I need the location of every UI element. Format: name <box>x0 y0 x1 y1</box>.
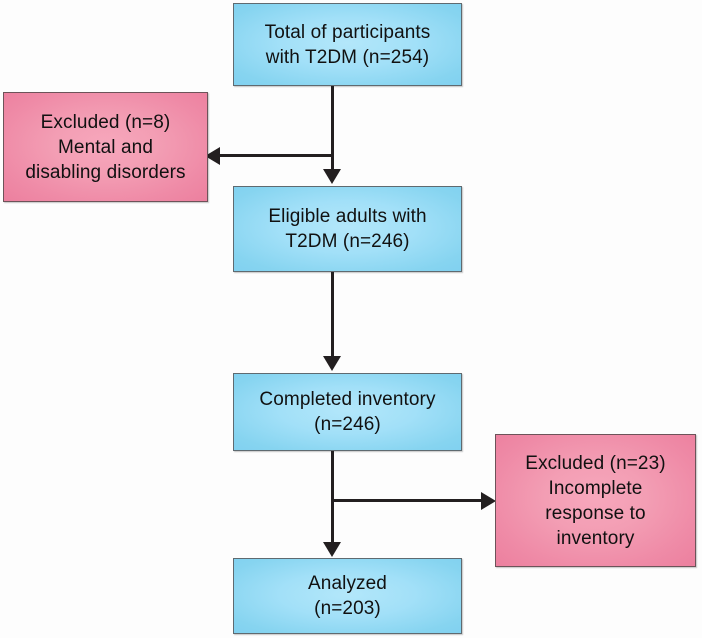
connector-completed-to-excluded-incomplete <box>332 499 484 502</box>
arrowhead-right-to-excluded-incomplete <box>481 492 496 510</box>
node-total-participants: Total of participants with T2DM (n=254) <box>233 3 462 86</box>
node-eligible-adults: Eligible adults with T2DM (n=246) <box>233 186 462 272</box>
arrowhead-down-to-completed <box>323 356 341 371</box>
connector-completed-to-analyzed <box>331 451 334 544</box>
connector-total-to-eligible <box>331 86 334 171</box>
arrowhead-down-to-analyzed <box>323 542 341 557</box>
node-analyzed: Analyzed (n=203) <box>233 558 462 634</box>
arrowhead-down-to-eligible <box>323 169 341 184</box>
node-excluded-mental: Excluded (n=8) Mental and disabling diso… <box>3 92 208 202</box>
connector-total-to-excluded-mental <box>212 154 332 157</box>
arrowhead-left-to-excluded-mental <box>205 147 220 165</box>
node-excluded-incomplete: Excluded (n=23) Incomplete response to i… <box>495 434 696 567</box>
node-completed-inventory: Completed inventory (n=246) <box>233 373 462 451</box>
connector-eligible-to-completed <box>331 272 334 358</box>
